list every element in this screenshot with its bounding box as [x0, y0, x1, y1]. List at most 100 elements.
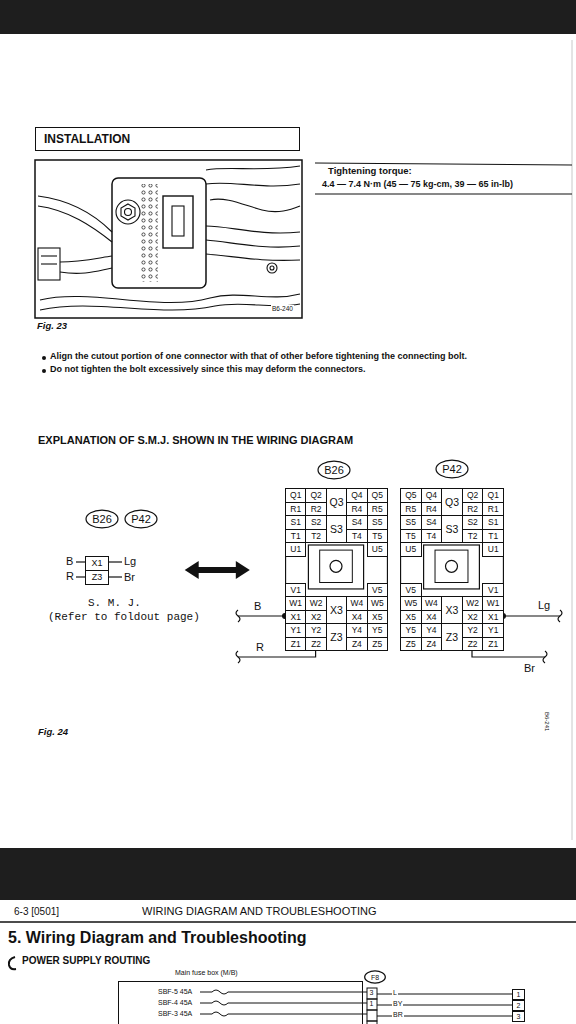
wire-stub — [109, 576, 122, 577]
wire-color: BY — [392, 1000, 403, 1008]
connector-id-oval: P42 — [435, 459, 469, 479]
pin-label: Q3 — [441, 488, 463, 516]
connector-id-oval: B26 — [85, 509, 119, 529]
pin-label: Y1 — [482, 623, 504, 638]
section-header-box: INSTALLATION — [35, 127, 300, 151]
bolt-seat — [320, 550, 353, 582]
pin-label: X1 — [285, 610, 306, 625]
connector-outline — [286, 489, 388, 651]
section-heading: POWER SUPPLY ROUTING — [22, 955, 150, 967]
socket-slot — [172, 206, 184, 236]
pin-label: T1 — [285, 529, 306, 544]
running-header: WIRING DIAGRAM AND TROUBLESHOOTING — [142, 905, 377, 918]
fuse-wire — [200, 990, 367, 994]
torque-value: 4.4 — 7.4 N·m (45 — 75 kg-cm, 39 — 65 in… — [322, 179, 513, 189]
arrow-head — [185, 561, 199, 579]
wire-color: B — [66, 555, 73, 568]
pin-label: Q1 — [482, 488, 504, 503]
pin-label: U5 — [367, 542, 388, 557]
pin-label: W5 — [367, 596, 388, 611]
node-label: 3 — [517, 1013, 521, 1020]
wire-break — [236, 651, 240, 663]
wire-stub — [109, 561, 122, 562]
node-label: F8 — [371, 974, 379, 981]
section-heading: EXPLANATION OF S.M.J. SHOWN IN THE WIRIN… — [38, 434, 353, 447]
connector-outline — [401, 489, 504, 651]
connector-wires — [236, 610, 562, 663]
node-label: 1 — [517, 991, 521, 998]
pin-label: X3 — [441, 596, 463, 624]
harness-wire — [60, 256, 112, 262]
pin-label: Z1 — [285, 637, 306, 652]
double-arrow — [109, 561, 285, 579]
splice-dot — [283, 614, 288, 619]
wire-color: Lg — [538, 599, 550, 612]
pin-label: W4 — [421, 596, 443, 611]
wire-color: R — [66, 570, 74, 583]
pin-label: T5 — [367, 529, 388, 544]
connector-line — [41, 255, 57, 256]
oval-outline — [85, 509, 119, 529]
oval-outline — [435, 459, 469, 479]
pin-label: Z1 — [482, 637, 504, 652]
pin-label: T2 — [305, 529, 326, 544]
pin-label: S5 — [367, 515, 388, 530]
pin-label: S4 — [421, 515, 443, 530]
harness-wire — [206, 240, 300, 247]
figure-code: B6-240 — [271, 305, 294, 312]
wire-color: Lg — [124, 555, 136, 568]
pin-label: Q4 — [421, 488, 443, 503]
pin-label: X5 — [400, 610, 422, 625]
rule-line — [315, 193, 572, 194]
node-label: 2 — [517, 1002, 521, 1009]
pin-label: Z2 — [305, 637, 326, 652]
terminal-box: 1 — [512, 989, 525, 1000]
smj-symbol-box: X1Z3 — [85, 556, 109, 584]
oval-outline — [365, 971, 386, 983]
connector-pin — [367, 999, 377, 1010]
connector-id-oval: F8 — [364, 970, 386, 984]
grommet — [267, 263, 277, 273]
bullet-dot — [42, 369, 46, 373]
pin-label: T4 — [346, 529, 367, 544]
pin-label: W4 — [346, 596, 367, 611]
pin-label: W2 — [462, 596, 484, 611]
pin-label: R5 — [367, 502, 388, 517]
fuse-label: SBF-5 45A — [158, 988, 192, 996]
wire — [377, 1005, 512, 1006]
figure-number: Fig. 23 — [37, 321, 67, 332]
note-text: Align the cutout portion of one connecto… — [50, 351, 467, 361]
splice-dot — [501, 614, 506, 619]
connector-block — [112, 178, 206, 288]
pin-label: S3 — [441, 515, 463, 543]
pin-label: W1 — [285, 596, 306, 611]
wire-color: R — [256, 641, 264, 654]
scan-band — [0, 848, 576, 900]
pin-label: Q5 — [367, 488, 388, 503]
connecting-bolt — [330, 560, 342, 572]
pin-label: Y1 — [285, 623, 306, 638]
node-label: B26 — [324, 464, 344, 476]
harness-wire — [40, 294, 300, 303]
pin-label: X4 — [421, 610, 443, 625]
pin-label: Y5 — [367, 623, 388, 638]
pin-number: 1 — [370, 1000, 374, 1008]
pin-label: Q1 — [285, 488, 306, 503]
pin-label: S2 — [305, 515, 326, 530]
wire — [377, 1016, 512, 1017]
bullet-dots — [42, 356, 46, 373]
scan-band — [0, 0, 576, 34]
bolt-center — [125, 209, 132, 216]
pin-label: Y2 — [305, 623, 326, 638]
wire-color: B — [254, 600, 261, 613]
node-label: INSTALLATION — [44, 132, 130, 146]
pin-label: Z2 — [462, 637, 484, 652]
torque-rules — [315, 163, 572, 194]
pin-label: U1 — [482, 542, 504, 557]
pin-label: S3 — [326, 515, 347, 543]
connector-frame — [285, 488, 388, 651]
installation-illustration — [35, 160, 302, 318]
pin-label: Z3 — [85, 570, 109, 585]
wire — [472, 650, 545, 657]
